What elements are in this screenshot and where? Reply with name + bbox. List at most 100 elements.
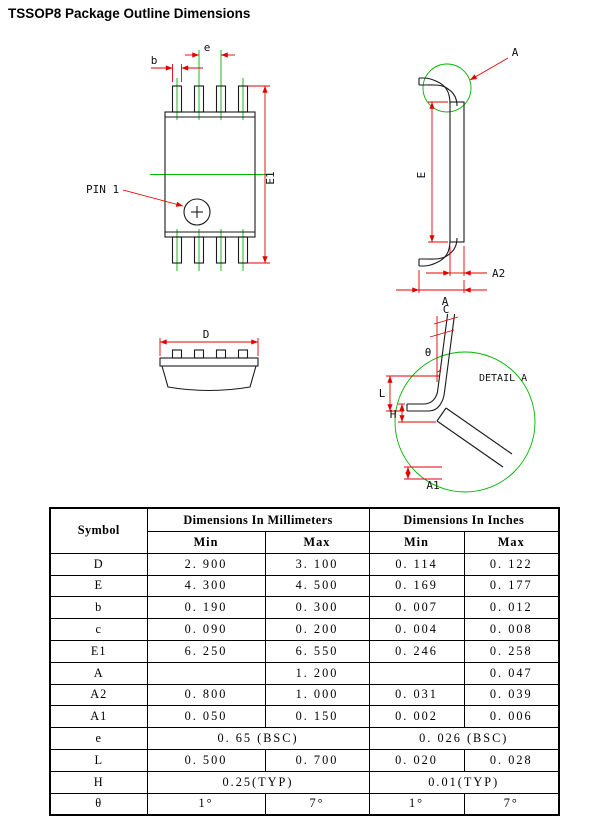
package-body [164, 111, 256, 238]
side-view-callout [422, 63, 472, 113]
front-view-outlines [159, 349, 259, 392]
col-header-mm-max: Max [264, 531, 370, 554]
value-cell: 7° [264, 792, 370, 816]
front-view-dimensions [159, 338, 259, 356]
dim-label-A-top: A [512, 46, 519, 59]
top-view: b e E1 PIN 1 [86, 41, 277, 271]
value-cell: 1. 200 [264, 661, 370, 685]
col-header-mm-min: Min [146, 531, 266, 554]
value-cell: 4. 500 [264, 574, 370, 598]
symbol-cell: L [49, 748, 148, 772]
package-front-body [161, 365, 257, 392]
dim-row-E1: E1 6. 250 6. 550 0. 246 0. 258 [49, 639, 560, 663]
value-cell: 1. 000 [264, 683, 370, 707]
detail-a-labels: C θ DETAIL A L H A1 [379, 303, 527, 492]
value-cell: 0. 047 [463, 661, 560, 685]
dim-row-A2: A2 0. 800 1. 000 0. 031 0. 039 [49, 683, 560, 707]
col-header-in-min: Min [368, 531, 465, 554]
value-cell: 0. 190 [146, 596, 266, 620]
dim-label-C: C [443, 303, 450, 316]
dim-row-L: L 0. 500 0. 700 0. 020 0. 028 [49, 748, 560, 772]
value-cell: 0. 031 [368, 683, 465, 707]
value-cell-span: 0.25(TYP) [146, 770, 370, 794]
pin [237, 85, 249, 113]
side-view: A E A2 A [396, 46, 519, 308]
col-header-mm-group: Dimensions In Millimeters [146, 507, 370, 532]
value-cell: 6. 550 [264, 639, 370, 663]
symbol-cell: b [49, 596, 148, 620]
value-cell: 0. 169 [368, 574, 465, 598]
top-view-labels: b e E1 PIN 1 [86, 41, 277, 196]
dim-label-A-bottom: A [442, 295, 449, 308]
side-view-labels: A E A2 A [415, 46, 519, 308]
value-cell: 0. 150 [264, 705, 370, 729]
dim-label-H: H [390, 408, 397, 421]
page-title: TSSOP8 Package Outline Dimensions [8, 6, 251, 21]
dim-row-A: A 1. 200 0. 047 [49, 661, 560, 685]
detail-a-dimensions [386, 316, 459, 480]
value-cell: 3. 100 [264, 552, 370, 576]
value-cell: 0. 200 [264, 618, 370, 641]
front-view: D [159, 328, 259, 392]
symbol-cell: E1 [49, 639, 148, 663]
value-cell: 0. 004 [368, 618, 465, 641]
lead-inner-edge [407, 313, 456, 412]
value-cell: 0. 114 [368, 552, 465, 576]
package-side-body [449, 101, 465, 243]
symbol-cell: A2 [49, 683, 148, 707]
symbol-cell: A1 [49, 705, 148, 729]
symbol-cell: A [49, 661, 148, 685]
package-outline-drawing: b e E1 PIN 1 [86, 41, 536, 493]
pin [193, 236, 205, 264]
front-view-labels: D [203, 328, 210, 341]
dim-label-E: E [415, 172, 428, 179]
value-cell: 1° [368, 792, 465, 816]
symbol-cell: e [49, 727, 148, 750]
dim-row-theta: θ 1° 7° 1° 7° [49, 792, 560, 816]
dim-label-b: b [151, 54, 158, 67]
value-cell: 0. 177 [463, 574, 560, 598]
value-cell: 0. 020 [368, 748, 465, 772]
pin [193, 85, 205, 113]
value-cell: 0. 002 [368, 705, 465, 729]
value-cell: 0. 122 [463, 552, 560, 576]
dim-row-D: D 2. 900 3. 100 0. 114 0. 122 [49, 552, 560, 576]
value-cell: 0. 007 [368, 596, 465, 620]
side-view-dimensions [396, 57, 509, 293]
lead-outer-edge [407, 313, 449, 405]
pin-stub [215, 349, 227, 359]
value-cell: 0. 700 [264, 748, 370, 772]
dim-row-E: E 4. 300 4. 500 0. 169 0. 177 [49, 574, 560, 598]
value-cell: 0. 039 [463, 683, 560, 707]
top-view-outlines [164, 85, 256, 264]
value-cell: 0. 246 [368, 639, 465, 663]
symbol-cell: H [49, 770, 148, 794]
value-cell: 0. 012 [463, 596, 560, 620]
value-cell: 0. 090 [146, 618, 266, 641]
table-header-row-groups: Symbol Dimensions In Millimeters Dimensi… [49, 507, 560, 554]
body-edge [436, 420, 504, 468]
pin [215, 236, 227, 264]
symbol-cell: c [49, 618, 148, 641]
value-cell: 6. 250 [146, 639, 266, 663]
detail-a-circle [394, 351, 536, 493]
pin [215, 85, 227, 113]
dim-label-L: L [379, 387, 386, 400]
dim-label-E1: E1 [264, 171, 277, 184]
pin-stub [193, 349, 205, 359]
side-view-outlines [418, 77, 465, 267]
pin1-label: PIN 1 [86, 183, 119, 196]
dim-row-e: e 0. 65 (BSC) 0. 026 (BSC) [49, 727, 560, 750]
pin1-indicator-circle [183, 198, 211, 226]
pin [171, 85, 183, 113]
table-header-row-minmax: Min Max Min Max [50, 531, 560, 554]
symbol-cell: θ [49, 792, 148, 816]
detail-a-callout-circle [422, 63, 472, 113]
dim-label-A2: A2 [492, 267, 505, 280]
package-front-cap [159, 357, 259, 367]
pin [171, 236, 183, 264]
value-cell [146, 661, 266, 685]
symbol-cell: E [49, 574, 148, 598]
value-cell: 0. 258 [463, 639, 560, 663]
value-cell: 4. 300 [146, 574, 266, 598]
